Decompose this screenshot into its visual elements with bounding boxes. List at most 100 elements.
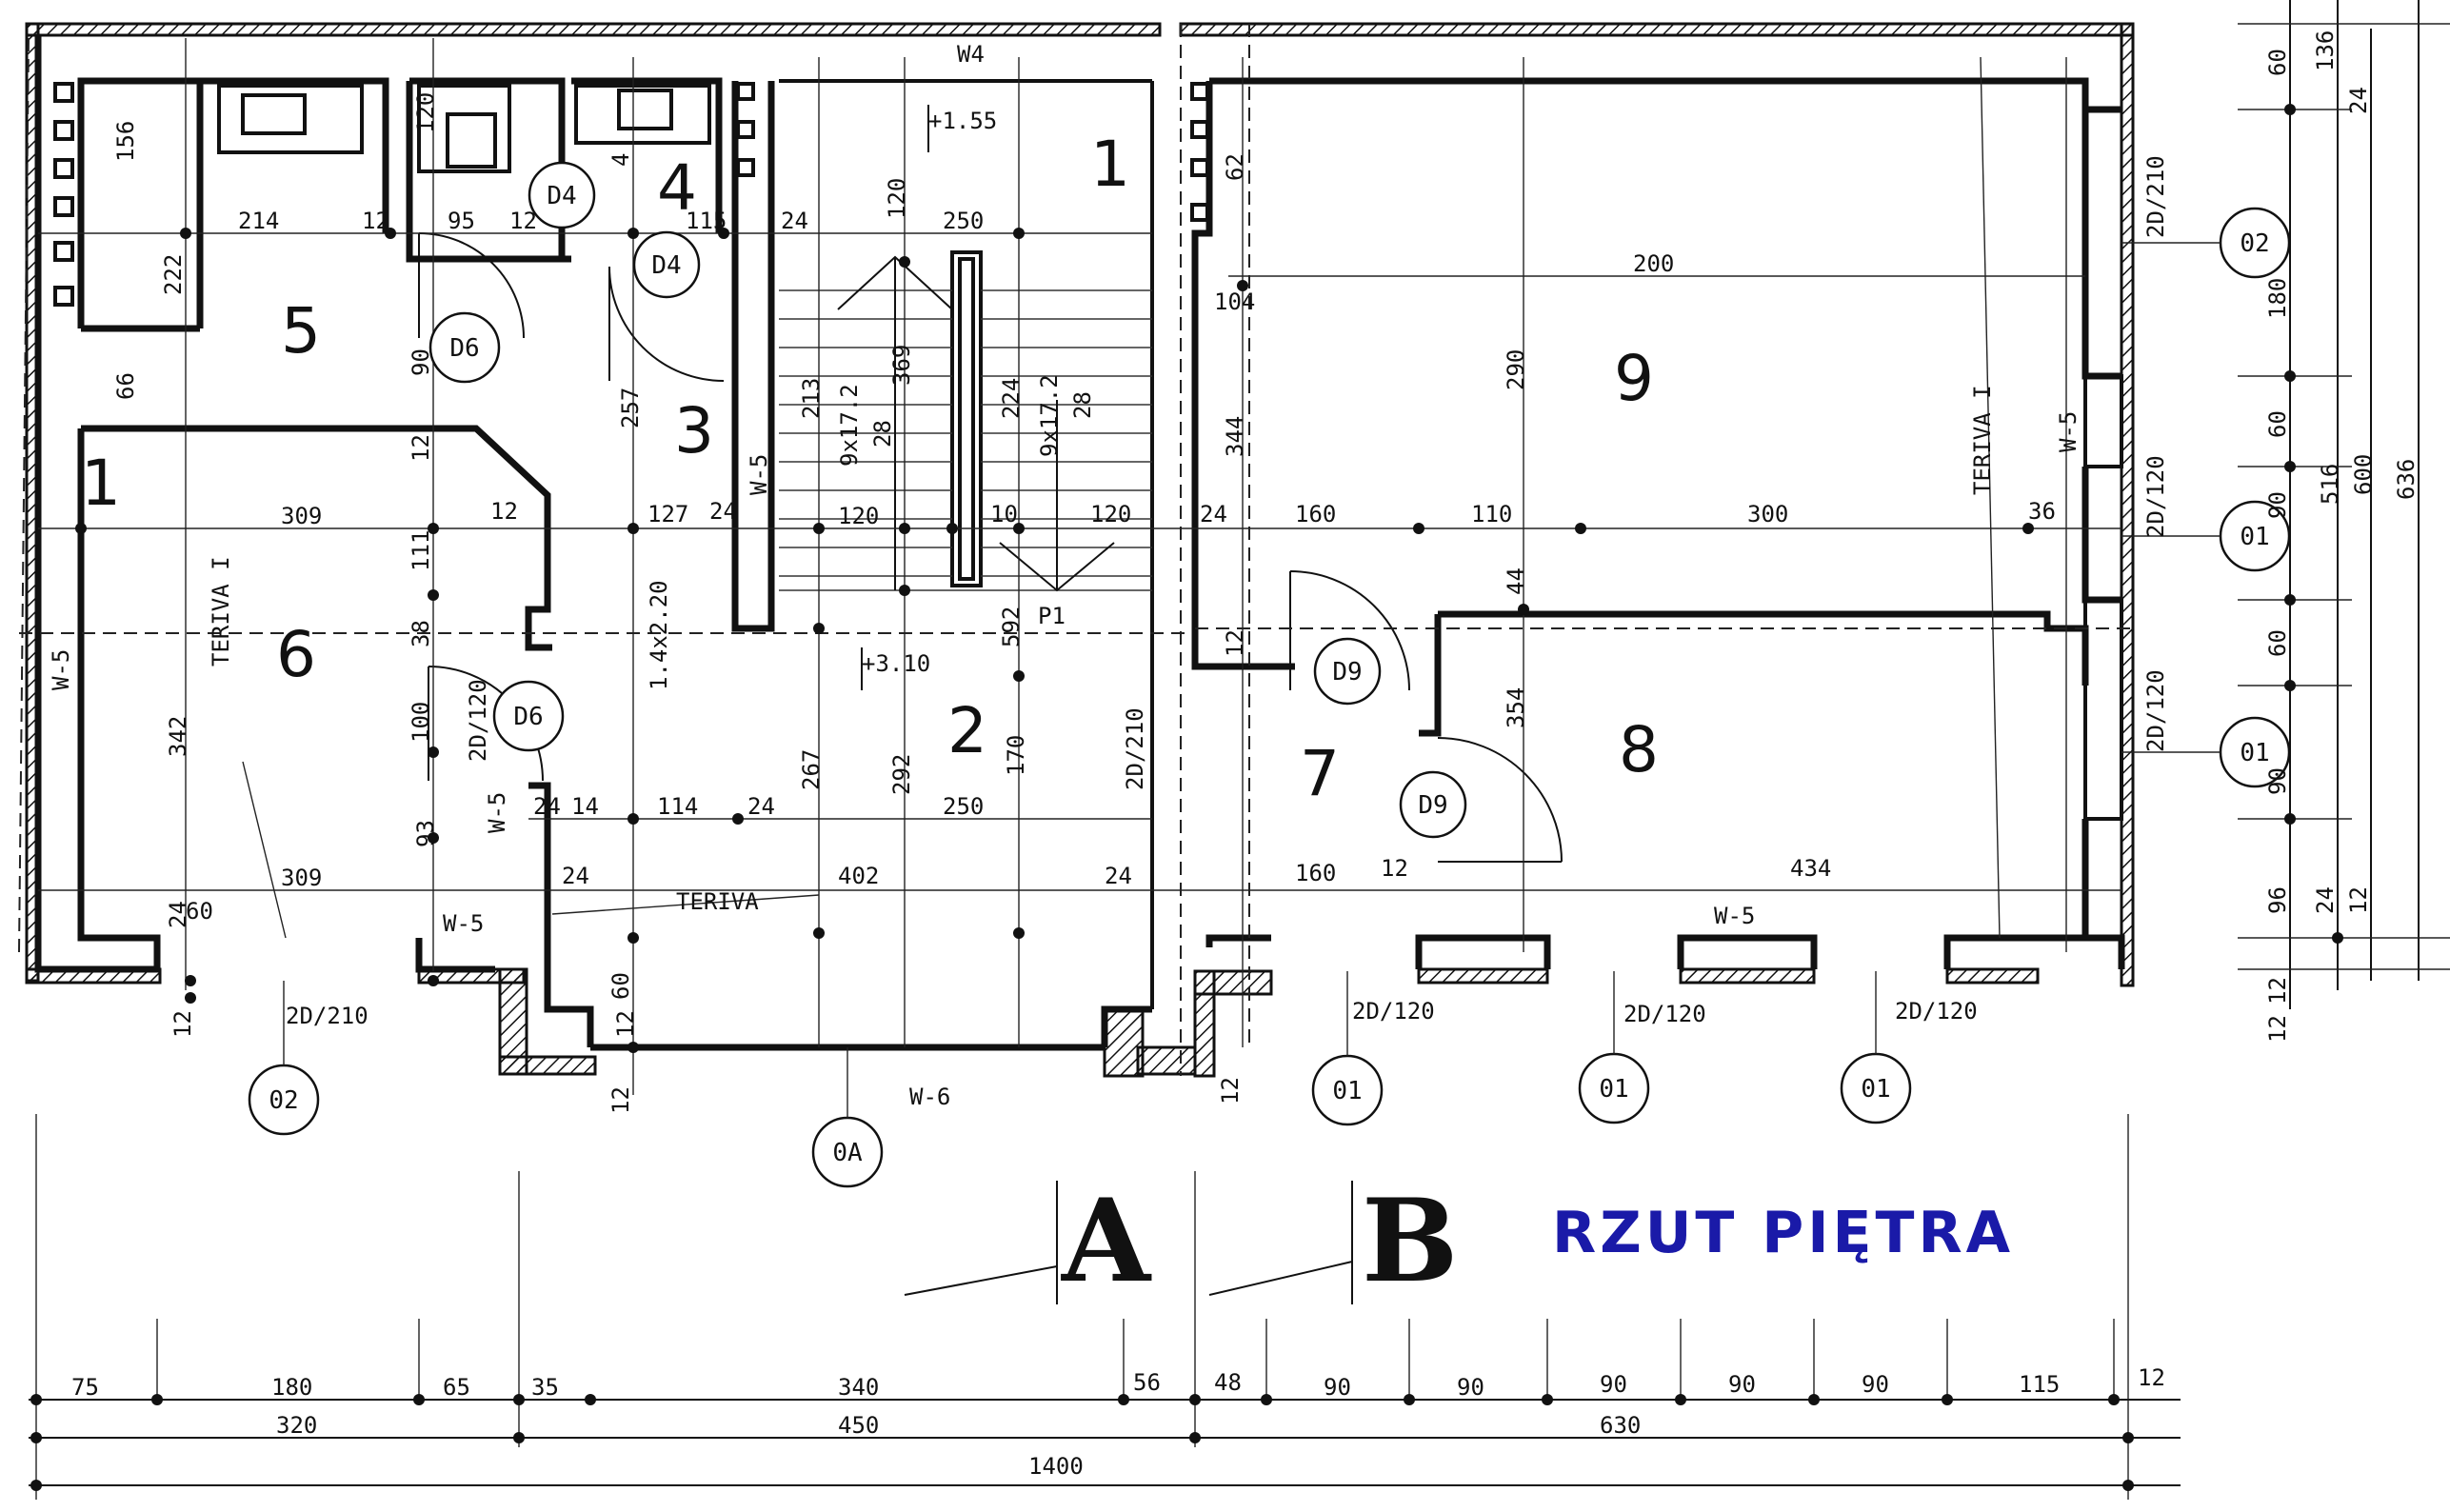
dim-text: 600 <box>2350 454 2377 495</box>
dim-text: 95 <box>448 208 475 234</box>
dim-text: 93 <box>412 820 439 847</box>
dim-text: 96 <box>2264 886 2291 914</box>
dim-text: 90 <box>408 348 434 376</box>
dim-text: 592 <box>998 607 1025 647</box>
dim-text: 111 <box>408 530 434 571</box>
dim-text: 60 <box>2264 49 2291 76</box>
dim-text: 24 <box>2345 87 2372 114</box>
dim-text: 450 <box>838 1412 879 1439</box>
dim-text: 4 <box>608 153 634 167</box>
opening-label: 2D/120 <box>2142 669 2169 752</box>
window-tag: 0A <box>832 1139 863 1167</box>
dim-text: 115 <box>2019 1371 2060 1398</box>
dim-text: 35 <box>531 1374 559 1401</box>
room-number: 3 <box>674 394 714 468</box>
dimension-dots <box>75 228 2034 1053</box>
dim-text: 60 <box>608 972 634 1000</box>
dim-text: 90 <box>2264 767 2291 795</box>
dim-text: 24 <box>562 863 589 889</box>
dim-text: 115 <box>686 208 727 234</box>
dim-text: 24 <box>1105 863 1132 889</box>
opening-label: 2D/120 <box>1895 998 1978 1025</box>
outer-walls <box>25 22 2135 1078</box>
dim-text: 90 <box>1324 1374 1351 1401</box>
opening-label: 2D/120 <box>1352 998 1435 1025</box>
opening-label: 2D/120 <box>2142 455 2169 538</box>
dim-text: 24 <box>2312 886 2339 914</box>
wall-label: TERIVA <box>676 888 759 915</box>
dim-text: 340 <box>838 1374 879 1401</box>
stair-label: 28 <box>869 420 896 448</box>
dim-text: 65 <box>443 1374 470 1401</box>
window-tag: 01 <box>1599 1075 1628 1104</box>
dim-text: 90 <box>1862 1371 1889 1398</box>
dim-text: 90 <box>1728 1371 1756 1398</box>
dim-text: 402 <box>838 863 879 889</box>
dim-text: 36 <box>2028 498 2056 525</box>
room-number: 2 <box>947 694 987 767</box>
section-mark-a: A <box>1061 1174 1152 1308</box>
dim-text: 14 <box>571 793 599 820</box>
dim-text: 12 <box>612 1010 639 1038</box>
drawing-title: RZUT PIĘTRA <box>1552 1200 2014 1266</box>
room-numbers: 1 2 3 4 5 6 7 8 9 1 <box>81 128 1659 810</box>
stairs <box>779 255 1152 592</box>
level-label: +1.55 <box>928 108 997 134</box>
wall-labels: W4 W-5 W-5 W-5 W-5 W-5 W-5 W-6 TERIVA TE… <box>48 41 2082 1110</box>
dim-text: 309 <box>281 503 322 529</box>
dim-text: 267 <box>798 749 825 790</box>
right-dimension-chain <box>2238 0 2450 1009</box>
dim-text: 636 <box>2393 459 2420 500</box>
dim-text: 222 <box>160 254 187 295</box>
room-number: 9 <box>1614 342 1654 415</box>
dim-text: 62 <box>1222 153 1248 181</box>
room-number: 1 <box>81 447 121 520</box>
wall-label: TERIVA I <box>208 556 234 666</box>
dim-text: 120 <box>412 92 439 133</box>
dim-text: 136 <box>2312 30 2339 71</box>
wall-label: W-6 <box>909 1084 950 1110</box>
door-tag: D9 <box>1332 658 1362 686</box>
dim-text: 342 <box>165 716 191 757</box>
window-tag: 01 <box>1861 1075 1890 1104</box>
stair-label: 9x17.2 <box>1036 374 1063 457</box>
wall-label: W4 <box>957 41 985 68</box>
dim-text: 12 <box>2264 1015 2291 1043</box>
fixtures <box>53 82 1209 587</box>
dim-text: 24 <box>533 793 561 820</box>
stair-label: 9x17.2 <box>836 384 863 467</box>
dim-text: 160 <box>1295 501 1336 527</box>
dim-text: 75 <box>71 1374 99 1401</box>
door-tag: D4 <box>651 251 681 280</box>
dim-text: 300 <box>1747 501 1788 527</box>
level-label: +3.10 <box>862 650 930 677</box>
dim-text: 156 <box>112 121 139 162</box>
opening-label: 2D/210 <box>286 1003 368 1029</box>
dim-text: 12 <box>2345 886 2372 914</box>
level-labels: +1.55 +3.10 9x17.2 28 9x17.2 28 <box>836 105 1096 690</box>
wall-label: W-5 <box>484 792 510 833</box>
dim-text: 214 <box>238 208 279 234</box>
opening-label: 1.4x2.20 <box>646 580 672 690</box>
dim-text: 60 <box>2264 629 2291 657</box>
dim-text: 354 <box>1503 687 1529 728</box>
door-swings <box>418 232 1563 863</box>
dim-text: 60 <box>186 898 213 925</box>
dim-text: 12 <box>169 1010 196 1038</box>
wall-label: TERIVA I <box>1969 385 1996 495</box>
dim-text: 200 <box>1633 250 1674 277</box>
dim-text: 12 <box>408 434 434 462</box>
dim-text: 12 <box>1222 629 1248 657</box>
bottom-dimension-text: 75 180 65 35 340 56 48 90 90 90 90 90 11… <box>71 1010 2291 1480</box>
dim-text: 12 <box>2264 977 2291 1005</box>
dim-text: 10 <box>990 501 1018 527</box>
dim-text: 127 <box>647 501 688 527</box>
section-mark-b: B <box>1362 1174 1458 1308</box>
door-tag: D6 <box>513 703 543 731</box>
bottom-dimension-chains <box>29 1114 2181 1500</box>
dim-text: 320 <box>276 1412 317 1439</box>
dim-text: 90 <box>2264 491 2291 519</box>
window-tags: 02 0A 01 01 01 02 01 01 <box>248 207 2291 1188</box>
room-number: 7 <box>1300 737 1340 810</box>
